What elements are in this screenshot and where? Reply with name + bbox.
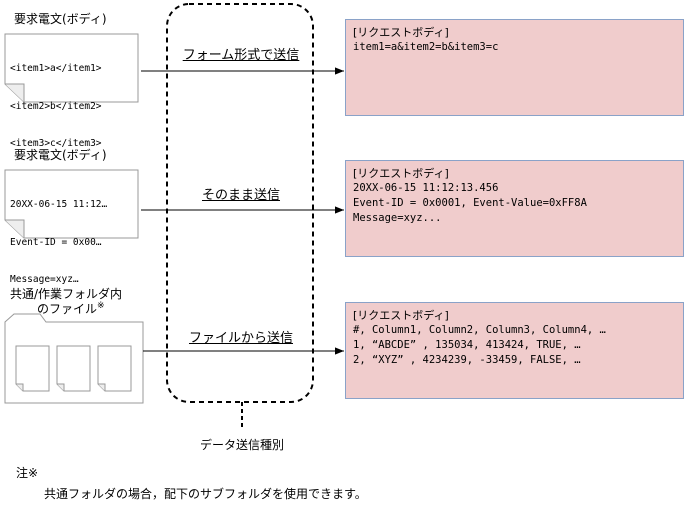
request-body-line: Event-ID = 0x0001, Event-Value=0xFF8A xyxy=(353,197,587,209)
doc-fold-1 xyxy=(5,83,25,102)
doc-2-line: 20XX-06-15 11:12… xyxy=(10,199,108,210)
doc-1-line: <item3>c</item3> xyxy=(10,138,102,149)
doc-2-content: 20XX-06-15 11:12… Event-ID = 0x00… Messa… xyxy=(10,174,107,299)
source-label-3-line2: のファイル※ xyxy=(37,301,105,316)
folder-file-icons xyxy=(15,345,132,392)
method-send-from-file: ファイルから送信 xyxy=(188,331,294,346)
request-body-doc-icon-1 xyxy=(4,33,139,103)
request-body-box-3: [リクエストボディ] #, Column1, Column2, Column3,… xyxy=(345,302,684,399)
request-body-doc-icon-2 xyxy=(4,169,139,239)
doc-1-line: <item1>a</item1> xyxy=(10,63,102,74)
doc-1-line: <item2>b</item2> xyxy=(10,100,102,112)
request-body-line: 1, “ABCDE” , 135034, 413424, TRUE, … xyxy=(353,339,581,351)
footnote-mark: ※ xyxy=(97,301,105,311)
request-body-title: [リクエストボディ] xyxy=(353,309,449,322)
note-text: 共通フォルダの場合，配下のサブフォルダを使用できます。 xyxy=(44,487,367,501)
request-body-line: 20XX-06-15 11:12:13.456 xyxy=(353,182,499,194)
doc-2-line: Event-ID = 0x00… xyxy=(10,236,102,248)
source-label-3-line1: 共通/作業フォルダ内 xyxy=(10,287,123,301)
request-body-line: 2, “XYZ” , 4234239, -33459, FALSE, … xyxy=(353,354,581,366)
method-form-send: フォーム形式で送信 xyxy=(182,48,300,63)
request-body-box-2: [リクエストボディ] 20XX-06-15 11:12:13.456 Event… xyxy=(345,160,684,257)
request-body-box-1: [リクエストボディ] item1=a&item2=b&item3=c xyxy=(345,19,684,116)
note-title: 注※ xyxy=(16,466,39,480)
source-label-1: 要求電文(ボディ) xyxy=(14,12,107,26)
doc-1-content: <item1>a</item1> <item2>b</item2> <item3… xyxy=(10,38,102,163)
method-send-as-is: そのまま送信 xyxy=(201,188,281,203)
doc-fold-2 xyxy=(5,219,25,238)
send-type-group-boundary xyxy=(166,3,314,403)
source-label-2: 要求電文(ボディ) xyxy=(14,148,107,162)
request-body-line: item1=a&item2=b&item3=c xyxy=(353,41,499,53)
send-type-label: データ送信種別 xyxy=(199,438,285,452)
request-body-line: #, Column1, Column2, Column3, Column4, … xyxy=(353,324,606,336)
request-body-line: Message=xyz... xyxy=(353,212,442,224)
doc-2-line: Message=xyz… xyxy=(10,274,79,285)
request-body-title: [リクエストボディ] xyxy=(353,167,449,180)
request-body-title: [リクエストボディ] xyxy=(353,26,449,39)
